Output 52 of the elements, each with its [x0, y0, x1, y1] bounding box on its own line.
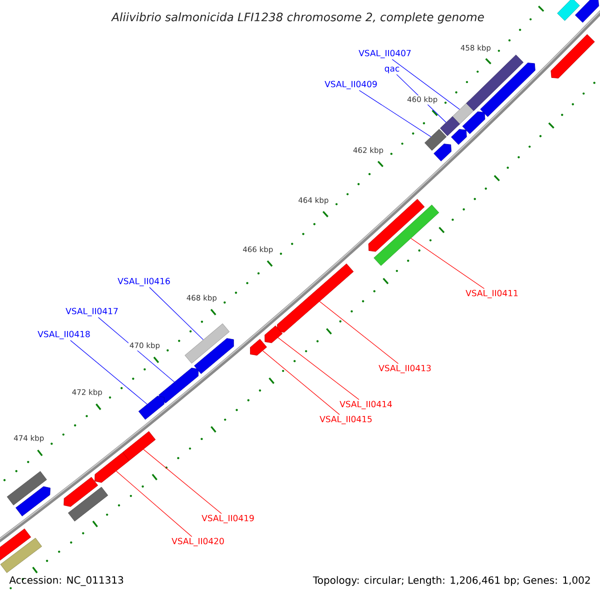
gene-bar — [440, 116, 460, 136]
gene-bar — [184, 323, 230, 364]
leader-line — [98, 317, 175, 382]
gene-bar — [424, 128, 447, 151]
leader-line — [410, 238, 484, 289]
gene-block — [250, 338, 267, 356]
gene-block — [368, 198, 425, 252]
gene-block — [550, 34, 595, 78]
gene-label: qac — [384, 66, 400, 74]
leader-line — [262, 350, 340, 415]
info-text: Topology: circular; Length: 1,206,461 bp; Genes: 1,002 — [312, 576, 590, 586]
gene-block — [64, 476, 98, 507]
info-text: Accession: NC_011313 — [9, 576, 124, 586]
gene-block — [194, 338, 234, 374]
gene-label: VSAL_II0409 — [324, 80, 377, 90]
leader-line — [70, 340, 148, 404]
gene-block — [158, 368, 199, 404]
gene-block — [574, 0, 600, 23]
gene-block — [451, 129, 467, 145]
gene-block — [138, 396, 164, 420]
gene-bar — [6, 471, 47, 506]
leader-line — [319, 301, 399, 364]
gene-label: VSAL_II0419 — [202, 514, 254, 524]
leader-line — [392, 59, 460, 110]
gene-bar — [557, 0, 580, 21]
gene-label: VSAL_II0418 — [38, 330, 90, 340]
gene-label: VSAL_II0407 — [358, 50, 411, 58]
gene-bar — [0, 538, 42, 573]
gene-bar — [374, 204, 440, 266]
gene-block — [16, 486, 50, 516]
gene-bar — [68, 486, 108, 522]
gene-block — [434, 144, 452, 162]
gene-block — [122, 431, 156, 461]
gene-label: VSAL_II0413 — [378, 364, 431, 374]
gene-block — [0, 528, 32, 562]
gene-block — [264, 326, 283, 344]
leader-line — [116, 470, 192, 537]
leader-line — [358, 90, 432, 138]
leader-line — [143, 449, 222, 514]
title: Aliivibrio salmonicida LFI1238 chromosome 2, complete genome — [111, 12, 484, 24]
gene-label: VSAL_II0420 — [172, 538, 224, 546]
leader-line — [278, 337, 360, 400]
gene-label: VSAL_II0415 — [320, 416, 372, 424]
gene-block — [480, 62, 536, 117]
gene-block — [277, 264, 354, 333]
gene-bar — [466, 54, 524, 112]
gene-label: VSAL_II0411 — [466, 290, 518, 298]
gene-label: VSAL_II0416 — [118, 278, 170, 286]
gene-block — [94, 452, 130, 483]
gene-label: VSAL_II0417 — [66, 308, 118, 316]
gene-label: VSAL_II0414 — [340, 400, 392, 410]
gene-block — [462, 111, 486, 134]
